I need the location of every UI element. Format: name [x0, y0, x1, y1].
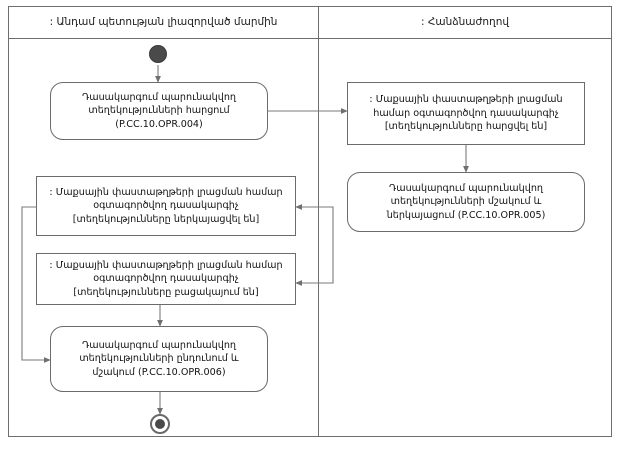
- object-state-node-absent[interactable]: : Մաքսային փաստաթղթերի լրացման համար օգտ…: [36, 253, 296, 305]
- swimlane-vertical-divider: [318, 6, 319, 437]
- initial-node: [149, 45, 167, 63]
- activity-node-process-present-label: Դասակարգում պարունակվող տեղեկությունների…: [386, 182, 546, 221]
- activity-node-receive-process-label: Դասակարգում պարունակվող տեղեկությունների…: [79, 339, 239, 378]
- swimlane-title-member-state: : Անդամ պետության լիազորված մարմին: [49, 16, 278, 28]
- object-state-node-requested[interactable]: : Մաքսային փաստաթղթերի լրացման համար օգտ…: [347, 82, 585, 145]
- object-state-node-presented[interactable]: : Մաքսային փաստաթղթերի լրացման համար օգտ…: [36, 176, 296, 236]
- object-state-node-presented-label: : Մաքսային փաստաթղթերի լրացման համար օգտ…: [49, 186, 283, 225]
- activity-node-receive-process[interactable]: Դասակարգում պարունակվող տեղեկությունների…: [50, 326, 268, 392]
- swimlane-title-commission: : Հանձնաժողով: [420, 16, 510, 28]
- lane-header-divider: [8, 38, 612, 39]
- activity-node-process-present[interactable]: Դասակարգում պարունակվող տեղեկությունների…: [347, 172, 585, 232]
- final-node: [150, 414, 170, 434]
- activity-node-request-label: Դասակարգում պարունակվող տեղեկությունների…: [82, 91, 236, 130]
- activity-node-request[interactable]: Դասակարգում պարունակվող տեղեկությունների…: [50, 82, 268, 140]
- object-state-node-absent-label: : Մաքսային փաստաթղթերի լրացման համար օգտ…: [49, 259, 283, 298]
- object-state-node-requested-label: : Մաքսային փաստաթղթերի լրացման համար օգտ…: [369, 94, 563, 133]
